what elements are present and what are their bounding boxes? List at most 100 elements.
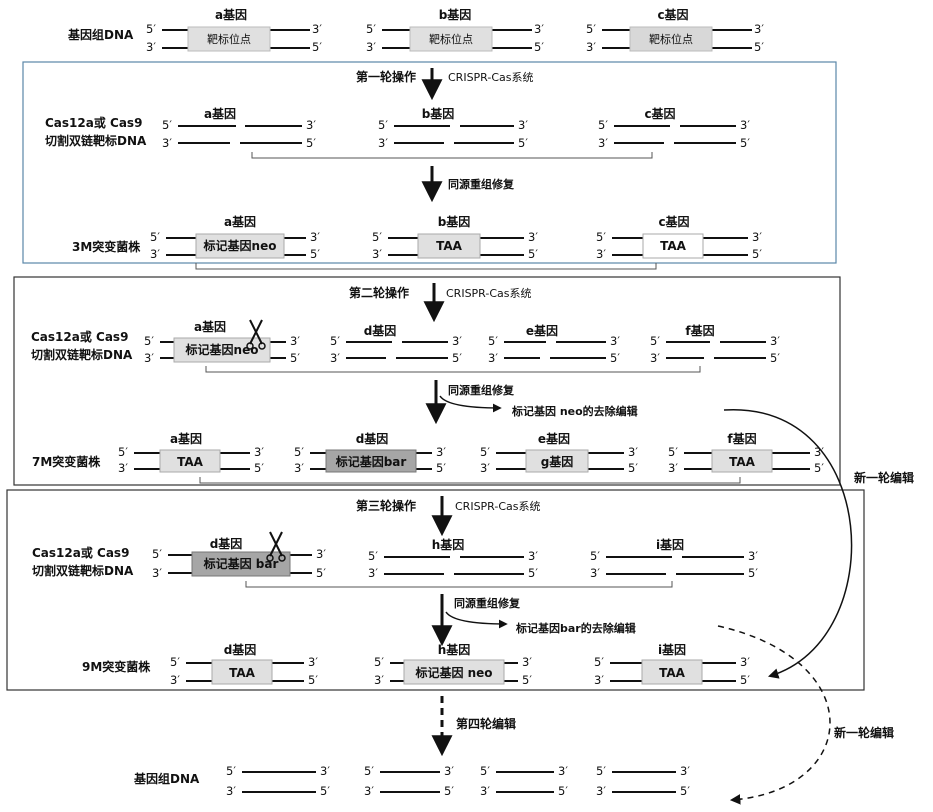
svg-text:5′: 5′ xyxy=(480,445,490,459)
svg-text:切割双链靶标DNA: 切割双链靶标DNA xyxy=(32,563,134,578)
svg-text:5′: 5′ xyxy=(310,247,320,261)
svg-text:3′: 3′ xyxy=(306,118,316,132)
round2-box xyxy=(13,276,841,486)
svg-text:3′: 3′ xyxy=(594,673,604,687)
svg-text:3′: 3′ xyxy=(480,784,490,798)
svg-text:5′: 5′ xyxy=(254,461,264,475)
svg-text:TAA: TAA xyxy=(229,666,256,680)
svg-text:5′: 5′ xyxy=(596,764,606,778)
svg-text:3′: 3′ xyxy=(254,445,264,459)
svg-text:5′: 5′ xyxy=(294,445,304,459)
svg-text:c基因: c基因 xyxy=(658,214,689,229)
round3-result-i: i基因 5′ 3′ 3′ 5′ TAA xyxy=(594,642,750,687)
svg-text:3′: 3′ xyxy=(368,566,378,580)
svg-text:Cas12a或 Cas9: Cas12a或 Cas9 xyxy=(31,329,128,344)
svg-text:a基因: a基因 xyxy=(170,431,202,446)
svg-text:3′: 3′ xyxy=(752,230,762,244)
final-dna-4: 5′ 3′ 3′ 5′ xyxy=(596,764,690,798)
gene-b-label: b基因 xyxy=(439,7,472,22)
svg-text:5′: 5′ xyxy=(444,784,454,798)
svg-text:5′: 5′ xyxy=(748,566,758,580)
round1-strain-label: 3M突变菌株 xyxy=(72,239,141,254)
svg-text:5′: 5′ xyxy=(378,118,388,132)
svg-text:同源重组修复: 同源重组修复 xyxy=(454,596,521,610)
round2-cut-a: a基因 5′ 3′ 3′ 5′ 标记基因neo xyxy=(144,319,300,365)
svg-text:3′: 3′ xyxy=(372,247,382,261)
svg-text:TAA: TAA xyxy=(659,666,686,680)
svg-text:3′: 3′ xyxy=(610,334,620,348)
crispr-system-label: CRISPR-Cas系统 xyxy=(448,71,534,84)
round1-result-a: a基因 5′ 3′ 3′ 5′ 标记基因neo xyxy=(150,214,320,261)
round3-removal-label: 标记基因bar的去除编辑 xyxy=(515,621,636,635)
svg-text:3′: 3′ xyxy=(558,764,568,778)
svg-text:3′: 3′ xyxy=(374,673,384,687)
svg-text:切割双链靶标DNA: 切割双链靶标DNA xyxy=(31,347,133,362)
svg-text:3′: 3′ xyxy=(770,334,780,348)
svg-text:5′: 5′ xyxy=(366,22,376,36)
round3-result-d: d基因 5′ 3′ 3′ 5′ TAA xyxy=(170,642,318,687)
svg-text:Cas12a或 Cas9: Cas12a或 Cas9 xyxy=(32,545,129,560)
svg-text:5′: 5′ xyxy=(586,22,596,36)
scissors-icon xyxy=(266,531,286,562)
svg-text:3′: 3′ xyxy=(596,784,606,798)
cut-label-line2: 切割双链靶标DNA xyxy=(45,133,147,148)
round2-cut-e: e基因 5′ 3′ 3′ 5′ xyxy=(488,323,620,365)
svg-text:5′: 5′ xyxy=(628,461,638,475)
round3-title: 第三轮操作 xyxy=(356,498,416,513)
new-round-arrow-dashed xyxy=(717,625,831,805)
svg-text:5′: 5′ xyxy=(480,764,490,778)
round2-result-f: f基因 5′ 3′ 3′ 5′ TAA xyxy=(668,431,824,475)
svg-text:3′: 3′ xyxy=(628,445,638,459)
svg-text:i基因: i基因 xyxy=(658,642,686,657)
svg-text:5′: 5′ xyxy=(290,351,300,365)
svg-text:f基因: f基因 xyxy=(727,431,756,446)
svg-text:5′: 5′ xyxy=(740,673,750,687)
svg-text:3′: 3′ xyxy=(444,764,454,778)
svg-text:3′: 3′ xyxy=(814,445,824,459)
round1-result-b: b基因 5′ 3′ 3′ 5′ TAA xyxy=(372,214,538,261)
round3-cut-i: i基因 5′ 3′ 3′ 5′ xyxy=(590,537,758,580)
round2-removal-label: 标记基因 neo的去除编辑 xyxy=(511,404,638,418)
svg-text:5′: 5′ xyxy=(528,247,538,261)
round2-strain-label: 7M突变菌株 xyxy=(32,454,101,469)
final-dna-3: 5′ 3′ 3′ 5′ xyxy=(480,764,568,798)
svg-text:a基因: a基因 xyxy=(204,106,236,121)
svg-text:3′: 3′ xyxy=(118,461,128,475)
svg-text:3′: 3′ xyxy=(378,136,388,150)
svg-text:3′: 3′ xyxy=(290,334,300,348)
round1-hdr-label: 同源重组修复 xyxy=(448,177,515,191)
svg-text:5′: 5′ xyxy=(522,673,532,687)
svg-text:5′: 5′ xyxy=(118,445,128,459)
round3-box xyxy=(6,489,865,691)
round3-cut-d: d基因 5′ 3′ 3′ 5′ 标记基因 bar xyxy=(152,536,326,580)
svg-text:5′: 5′ xyxy=(650,334,660,348)
svg-text:g基因: g基因 xyxy=(541,454,574,469)
svg-text:3′: 3′ xyxy=(310,230,320,244)
svg-text:3′: 3′ xyxy=(146,40,156,54)
svg-text:5′: 5′ xyxy=(770,351,780,365)
svg-text:a基因: a基因 xyxy=(224,214,256,229)
round2-cut-f: f基因 5′ 3′ 3′ 5′ xyxy=(650,323,780,365)
svg-text:3′: 3′ xyxy=(488,351,498,365)
svg-text:CRISPR-Cas系统: CRISPR-Cas系统 xyxy=(455,500,541,513)
svg-text:3′: 3′ xyxy=(308,655,318,669)
svg-text:b基因: b基因 xyxy=(438,214,471,229)
svg-text:5′: 5′ xyxy=(368,549,378,563)
svg-text:5′: 5′ xyxy=(364,764,374,778)
svg-text:3′: 3′ xyxy=(528,230,538,244)
round3-result-h: h基因 5′ 3′ 3′ 5′ 标记基因 neo xyxy=(374,642,532,687)
svg-text:3′: 3′ xyxy=(366,40,376,54)
final-dna-1: 5′ 3′ 3′ 5′ xyxy=(226,764,330,798)
svg-text:标记基因neo: 标记基因neo xyxy=(203,238,277,253)
svg-text:标记基因neo: 标记基因neo xyxy=(185,342,259,357)
svg-text:5′: 5′ xyxy=(590,549,600,563)
dna-segment-c-top: 5′ 3′ 3′ 5′ 靶标位点 c基因 xyxy=(586,7,764,54)
svg-text:a基因: a基因 xyxy=(194,319,226,334)
svg-text:5′: 5′ xyxy=(452,351,462,365)
svg-text:同源重组修复: 同源重组修复 xyxy=(448,383,515,397)
svg-text:3′: 3′ xyxy=(668,461,678,475)
svg-text:3′: 3′ xyxy=(748,549,758,563)
svg-text:e基因: e基因 xyxy=(526,323,558,338)
svg-text:3′: 3′ xyxy=(294,461,304,475)
